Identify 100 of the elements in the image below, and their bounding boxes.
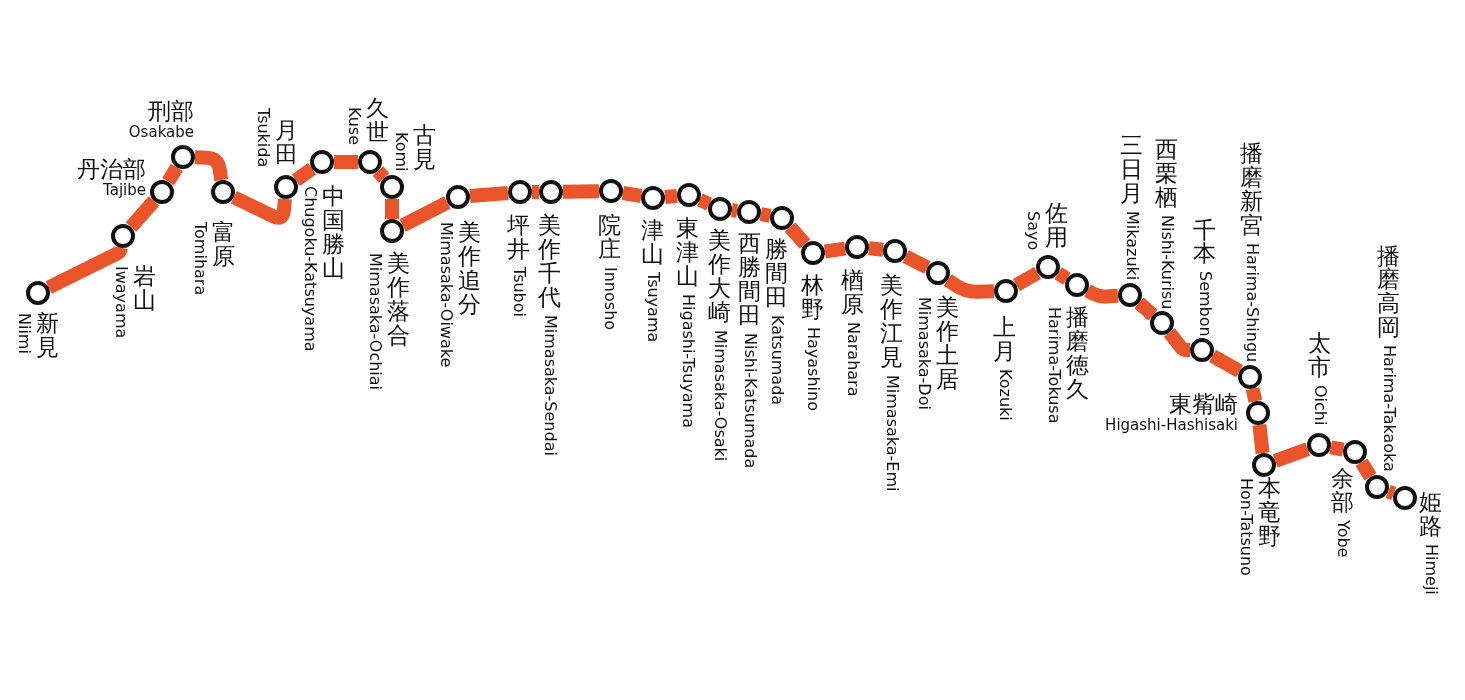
station-circle [1238,365,1262,389]
station-circle [1246,401,1270,425]
station-circle [211,180,235,204]
station-name: 坪井 [506,214,532,262]
station-name-romaji: Chugoku-Katsuyama [300,186,320,352]
station-name: 美作江見 [879,274,905,370]
station-name-romaji: Mimasaka-Emi [882,374,902,492]
station-name-romaji: Hon-Tatsuno [1236,478,1256,576]
route-line [1245,387,1263,403]
station-name: 美作大崎 [707,229,733,325]
station-circle [111,224,135,248]
route-line [621,186,643,203]
station-name-romaji: Narahara [843,321,863,397]
station-name: 太市 [1307,331,1333,380]
route-line [469,186,509,203]
station-circle [770,206,794,230]
station-name: 佐用 [1044,202,1070,250]
station-name: 新見 [35,312,61,360]
station-name: 久世 [365,97,391,145]
station-name: 西栗栖 [1154,137,1180,210]
station-name: 三日月 [1119,134,1145,206]
station-circle [1190,338,1214,362]
station-name: 林野 [800,274,826,322]
station-name: 東觜崎 [1168,392,1238,418]
station-circle [380,175,404,199]
station-circle [1150,311,1174,335]
route-line [1054,267,1071,285]
station-name-romaji: Mimasaka-Oiwake [436,222,456,368]
station-name: 美作千代 [537,214,563,310]
station-name-romaji: Mikazuki [1122,210,1142,280]
station-name-romaji: Sembon [1195,271,1215,337]
station-circle [1393,486,1417,510]
station-name: 美作土居 [935,296,961,392]
route-line [385,199,399,219]
station-circle [26,281,50,305]
station-circle [150,180,174,204]
route-line [194,150,229,182]
station-name-romaji: Hayashino [803,326,823,411]
station-circle [1307,433,1331,457]
station-circle [508,180,532,204]
station-name-romaji: Niimi [14,313,34,354]
station-name: 岩山 [132,265,158,313]
station-circle [1036,255,1060,279]
route-line [230,190,292,225]
station-name: 勝間田 [764,238,790,310]
station-circle [599,179,623,203]
route-line [334,155,358,169]
station-circle [446,185,470,209]
station-name: 楢原 [840,269,866,317]
station-name: 中国勝山 [321,185,347,281]
station-name: 古見 [412,124,438,172]
station-name: 上月 [992,316,1018,364]
station-name: 本竜野 [1257,477,1283,549]
station-name: 西勝間田 [737,232,763,328]
route-line [1084,284,1119,304]
station-name: 津山 [640,219,666,267]
station-name-romaji: Oichi [1310,384,1330,425]
station-circle [677,183,701,207]
station-circle [1365,475,1389,499]
route-line [162,163,183,186]
station-name-romaji: Mimasaka-Osaki [710,329,730,461]
station-name: 播磨新宮 [1239,142,1265,238]
station-circle [539,180,563,204]
station-name-romaji: Mimasaka-Doi [914,297,934,410]
station-name: 播磨高岡 [1376,244,1402,341]
route-line [823,241,847,259]
route-line [1329,440,1345,457]
route-line [1209,349,1243,378]
station-circle [1118,283,1142,307]
station-circle [358,150,382,174]
station-name-romaji: Harima-Shingu [1242,242,1262,362]
route-line [1272,442,1311,468]
station-circle [274,175,298,199]
route-line [372,166,390,183]
station-name-romaji: Kuse [344,107,364,145]
route-line [1012,266,1042,292]
station-name-romaji: Tajibe [102,182,146,200]
station-circle [310,150,334,174]
station-circle [883,239,907,263]
station-name-romaji: Iwayama [111,266,131,339]
route-line [532,185,539,199]
station-name-romaji: Higashi-Tsuyama [678,293,698,428]
route-line [731,203,738,218]
station-name: 東津山 [675,217,701,289]
route-line [1134,297,1158,321]
station-circle [845,235,869,259]
route-line [697,193,712,211]
route-line [562,184,600,199]
station-name-romaji: Nishi-Katsumada [740,332,760,468]
station-name-romaji: Tsukida [253,107,273,167]
station-name: 月田 [274,119,300,167]
route-line [902,250,931,274]
route-line [1385,484,1397,501]
route-line [868,241,884,257]
station-circle [926,261,950,285]
station-circle [1252,453,1276,477]
station-name-romaji: Yobe [1333,519,1353,558]
station-name: 富原 [211,221,237,269]
station-name: 美作追分 [457,221,483,317]
station-name-romaji: Tomihara [190,222,210,296]
